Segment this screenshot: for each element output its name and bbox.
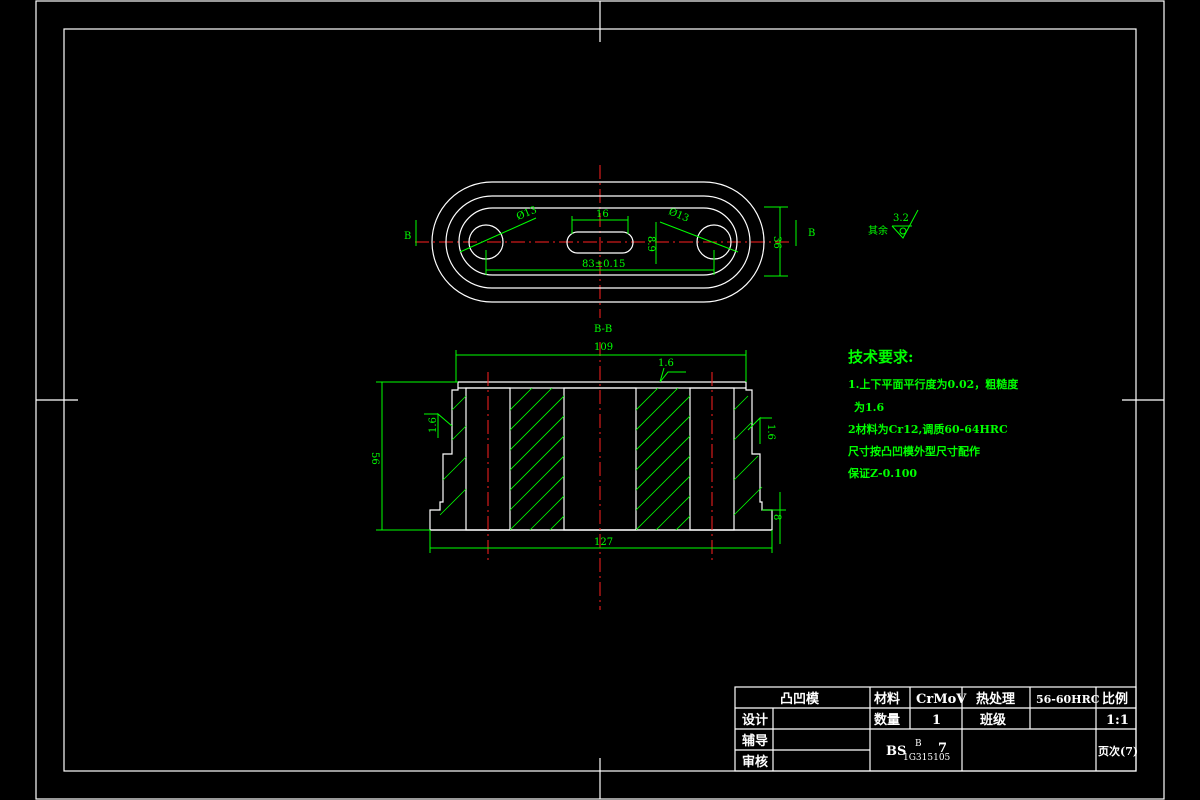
- tb-drawing-no-sup: B: [915, 739, 922, 749]
- section-title: B-B: [594, 324, 612, 335]
- tech-req-line-3: 2材料为Cr12,调质60-64HRC: [848, 422, 1008, 436]
- dim-section-height: 56: [369, 452, 380, 465]
- roughness-value: 3.2: [893, 213, 909, 224]
- dim-hole-right: Ø13: [667, 207, 691, 225]
- title-block: [734, 686, 1137, 772]
- tech-req-line-1: 1.上下平面平行度为0.02，粗糙度: [848, 377, 1019, 391]
- tb-guide-label: 辅导: [742, 733, 768, 749]
- roughness-right: 1.6: [765, 424, 776, 440]
- section-marker-right: B: [808, 228, 815, 239]
- dim-top-width: 109: [594, 342, 613, 353]
- dim-slot-width: 8.9: [645, 236, 656, 252]
- section-marker-left: B: [404, 231, 411, 242]
- tb-material-label: 材料: [874, 691, 900, 707]
- tb-design-label: 设计: [742, 712, 768, 728]
- roughness-top: 1.6: [658, 358, 674, 369]
- tb-drawing-no-suffix: 7: [938, 741, 947, 756]
- dim-height: 36: [771, 236, 782, 249]
- sheet-frame: [35, 0, 1165, 800]
- tech-req-title: 技术要求:: [848, 348, 914, 366]
- tb-part-name: 凸凹模: [780, 691, 820, 707]
- tb-review-label: 审核: [742, 754, 768, 770]
- tb-scale: 1:1: [1106, 713, 1129, 728]
- tb-scale-label: 比例: [1102, 691, 1128, 707]
- tech-req-line-2: 为1.6: [854, 400, 884, 414]
- tb-heat-label: 热处理: [976, 691, 1015, 707]
- dim-step: 8: [771, 514, 782, 520]
- top-view: [415, 165, 919, 318]
- section-view: [376, 342, 786, 610]
- tb-class-label: 班级: [980, 712, 1007, 728]
- tb-page-label: 页次(7): [1098, 744, 1138, 758]
- roughness-label: 其余: [868, 224, 888, 237]
- dim-bottom-width: 127: [594, 537, 613, 548]
- dim-slot-length: 16: [596, 209, 609, 220]
- tb-qty: 1: [932, 713, 941, 728]
- tb-material: CrMoV: [916, 692, 967, 707]
- tb-drawing-no-prefix: BS: [886, 744, 906, 759]
- tb-drawing-no-sub: 1G315105: [903, 753, 951, 763]
- roughness-left: 1.6: [428, 417, 439, 433]
- tech-req-line-5: 保证Z-0.100: [847, 466, 917, 480]
- dim-center-distance: 83±0.15: [582, 259, 625, 270]
- tb-qty-label: 数量: [874, 712, 900, 728]
- tech-req-line-4: 尺寸按凸凹模外型尺寸配作: [848, 444, 980, 458]
- tb-heat-value: 56-60HRC: [1036, 693, 1100, 706]
